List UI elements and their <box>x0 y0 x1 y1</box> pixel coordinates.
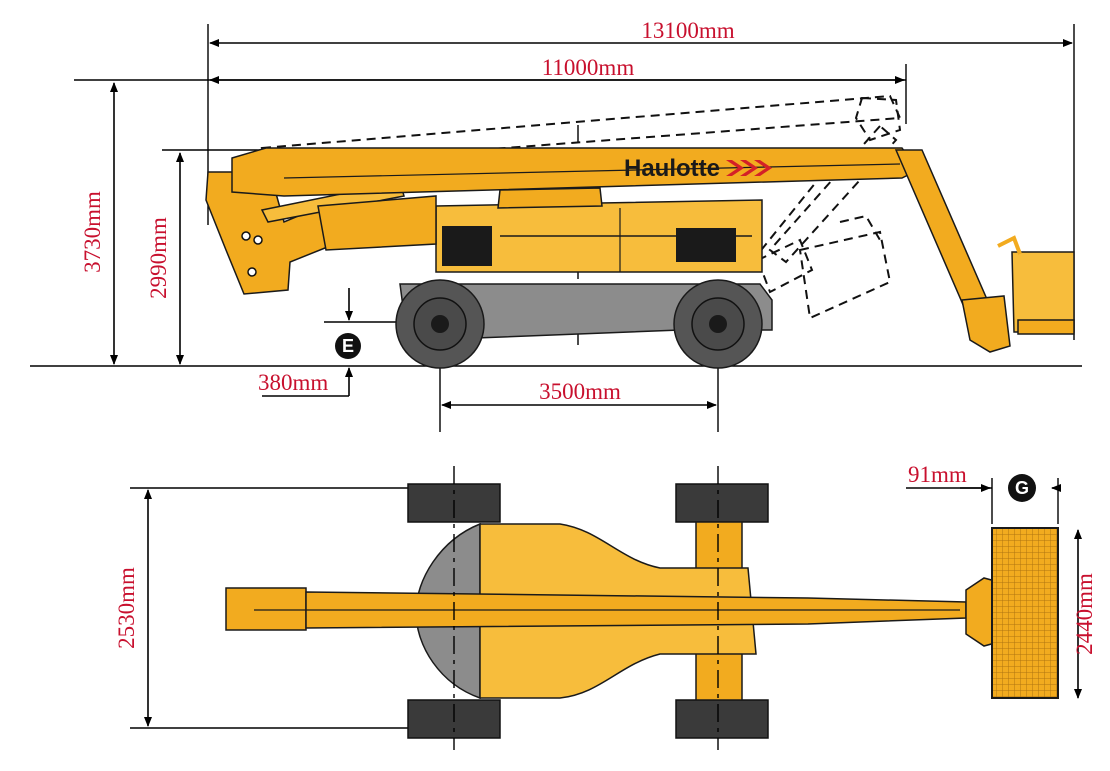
platform-width-label: 2440mm <box>1072 573 1097 655</box>
tyre-front-left <box>675 483 769 523</box>
tyre-front-right <box>675 699 769 739</box>
platform-depth-label: 91mm <box>908 462 967 487</box>
badge-g-label: G <box>1015 478 1029 498</box>
side-vent <box>676 228 736 262</box>
rear-wheel <box>395 279 485 369</box>
overall-reach-label: 13100mm <box>641 18 734 43</box>
side-view: 13100mm 11000mm 3730mm 2990mm 380mm E 35… <box>30 18 1082 432</box>
badge-e-label: E <box>342 336 354 356</box>
brand-chevron-icon <box>740 160 758 176</box>
chassis <box>399 187 773 339</box>
boom-height-label: 2990mm <box>146 217 171 299</box>
boom-top <box>225 587 967 631</box>
overall-width-label: 2530mm <box>114 567 139 649</box>
badge-e: E <box>335 333 361 359</box>
front-wheel <box>673 279 763 369</box>
platform-floor <box>991 527 1059 699</box>
brand-chevron-icon <box>726 160 744 176</box>
platform-top <box>965 527 1059 699</box>
ground-clearance-label: 380mm <box>258 370 328 395</box>
lower-platform-ghost <box>798 214 892 320</box>
stowed-height-label: 3730mm <box>80 191 105 273</box>
top-view: 2530mm 2440mm 91mm G <box>114 462 1097 750</box>
brand-logo-text: Haulotte <box>624 155 720 182</box>
badge-g: G <box>1008 474 1036 502</box>
rear-vent <box>442 226 492 266</box>
brand-chevron-icon <box>754 160 772 176</box>
outreach-label: 11000mm <box>542 55 635 80</box>
platform-side <box>997 235 1075 335</box>
jib-arm <box>894 149 1011 353</box>
wheelbase-label: 3500mm <box>539 379 621 404</box>
